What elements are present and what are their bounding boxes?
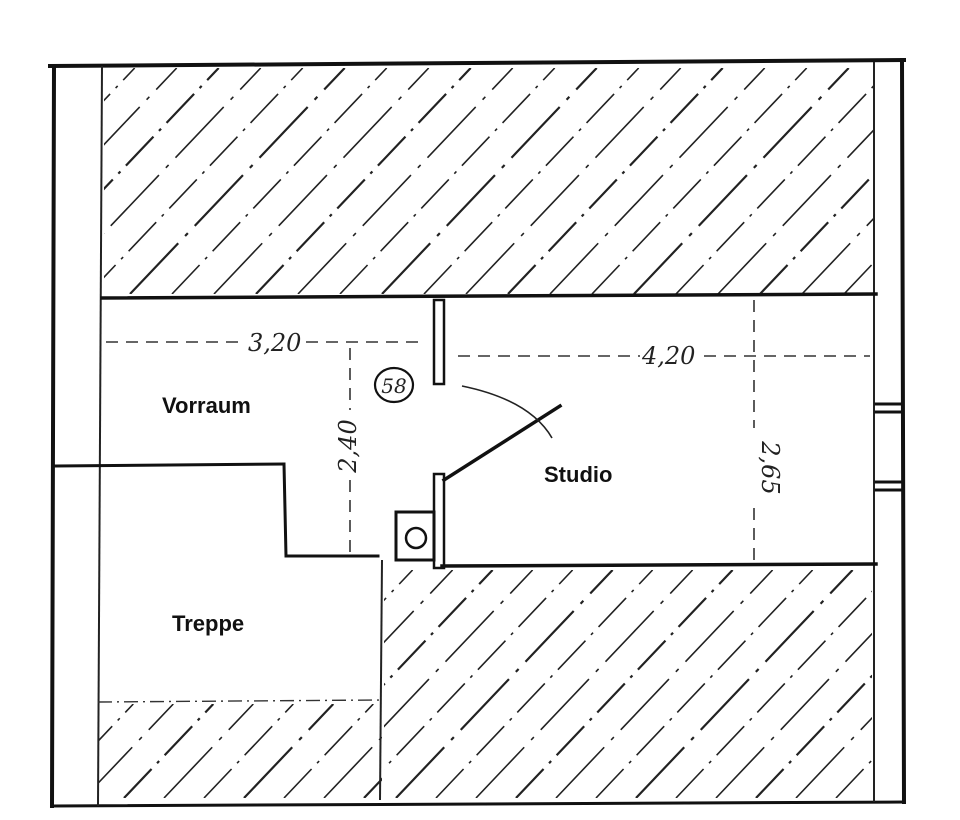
hatch-line	[555, 570, 774, 798]
hatch-line	[171, 68, 388, 294]
hatch-line	[886, 68, 960, 294]
hatch-line	[675, 84, 874, 294]
hatch-line	[475, 570, 694, 798]
room-label-treppe: Treppe	[172, 611, 244, 636]
marker-number: 58	[381, 374, 406, 398]
room-label-vorraum: Vorraum	[162, 393, 251, 418]
dimension-lines	[106, 300, 870, 562]
hatch-line	[715, 632, 872, 798]
door	[432, 298, 563, 570]
hatch-line	[104, 68, 262, 235]
hatch-line	[465, 68, 682, 294]
hatch-line	[801, 217, 874, 294]
hatch-line	[104, 68, 304, 279]
hatch-area-bottom-right	[156, 570, 960, 798]
hatch-line	[591, 68, 808, 294]
hatch-line	[323, 735, 382, 798]
hatch-line	[876, 570, 960, 798]
hatch-line	[755, 674, 872, 798]
hatch-line	[384, 570, 534, 728]
hatch-line	[203, 704, 294, 798]
chimney	[394, 510, 436, 562]
hatch-line	[363, 777, 382, 798]
hatch-line	[635, 570, 854, 798]
hatch-line	[384, 570, 454, 644]
dimension-studio-width: 4,20	[641, 342, 695, 370]
hatch-line	[395, 570, 614, 798]
hatch-line	[759, 172, 874, 294]
hatch-line	[0, 68, 93, 294]
outer-walls	[47, 57, 907, 809]
hatch-line	[213, 68, 430, 294]
hatch-line	[633, 68, 850, 294]
hatch-line	[381, 68, 598, 294]
hatch-line	[98, 704, 134, 743]
dimension-vorraum-depth: 2,40	[334, 419, 362, 473]
hatch-line	[283, 704, 374, 798]
hatch-line	[515, 570, 734, 798]
hatch-line	[835, 758, 872, 798]
hatch-line	[595, 570, 814, 798]
hatch-line	[423, 68, 640, 294]
hatch-line	[795, 716, 872, 798]
hatch-line	[384, 570, 574, 770]
hatch-area-top	[0, 68, 960, 294]
hatch-line	[104, 68, 178, 146]
hatch-line	[123, 704, 215, 798]
hatch-line	[384, 570, 494, 686]
hatch-line	[339, 68, 556, 294]
hatch-line	[104, 68, 136, 102]
hatch-area-bottom-left	[4, 704, 382, 798]
hatch-line	[104, 68, 220, 191]
hatch-line	[163, 704, 254, 798]
hatch-line	[156, 570, 373, 798]
room-label-studio: Studio	[544, 462, 612, 487]
dimension-studio-depth: 2,65	[756, 440, 784, 494]
hatch-line	[243, 704, 335, 798]
hatch-line	[549, 68, 766, 294]
circled-marker: 58	[373, 366, 415, 404]
hatch-line	[717, 128, 874, 294]
hatch-line	[4, 704, 93, 798]
dimension-vorraum-width: 3,20	[248, 329, 301, 357]
hatch-line	[507, 68, 724, 294]
interior-walls	[54, 292, 878, 801]
window	[874, 402, 904, 492]
hatch-line	[675, 590, 872, 798]
hatch-line	[435, 570, 654, 798]
hatch-line	[129, 68, 346, 294]
hatch-line	[297, 68, 514, 294]
hatch-line	[255, 68, 472, 294]
